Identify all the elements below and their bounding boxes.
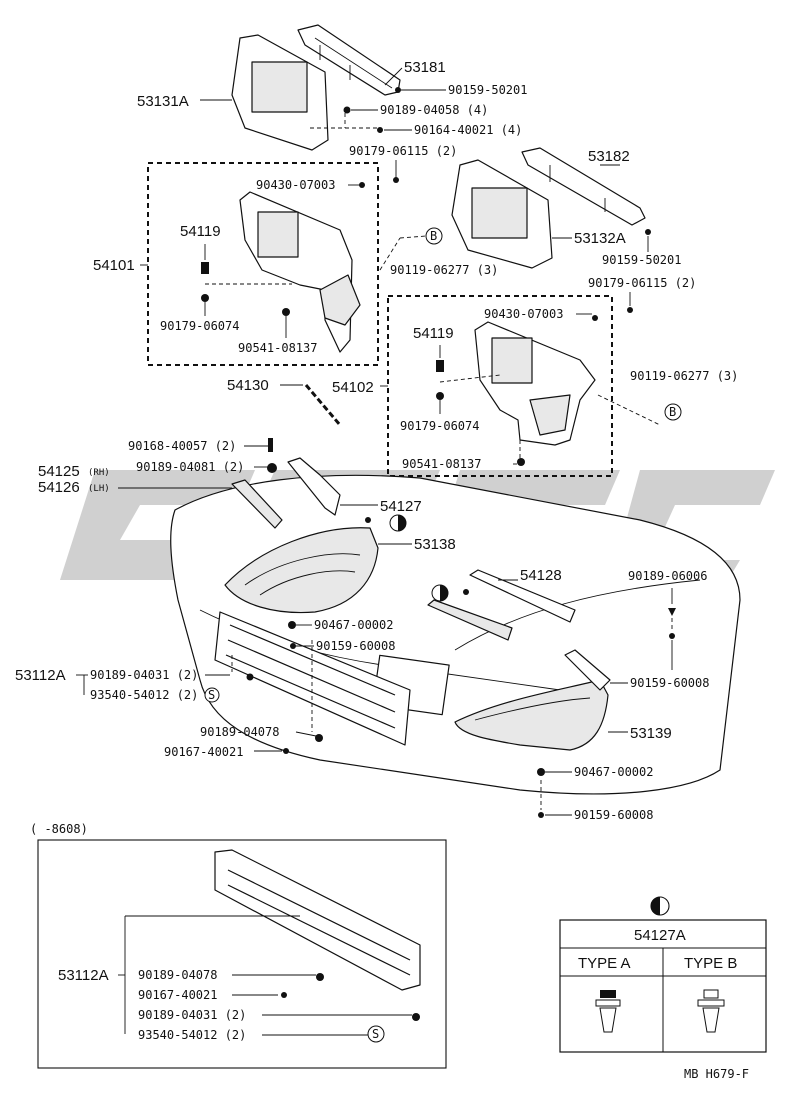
marker-b-left: B 90119-06277 (3): [379, 227, 498, 277]
clip-type-a-icon: [595, 990, 621, 1033]
label-90168-40057: 90168-40057 (2): [128, 439, 236, 453]
label-90467-00002-a: 90467-00002: [314, 618, 393, 632]
label-53132A: 53132A: [574, 230, 626, 247]
label-90467-00002-b: 90467-00002: [574, 765, 653, 779]
label-54119-b: 54119: [413, 325, 454, 342]
label-90164-40021: 90164-40021 (4): [414, 123, 522, 137]
label-54128: 54128: [520, 567, 562, 584]
label-53138: 53138: [414, 536, 456, 553]
label-53112A: 53112A: [15, 667, 66, 684]
label-90179-06115-a: 90179-06115 (2): [349, 144, 457, 158]
label-90179-06115-b: 90179-06115 (2): [588, 276, 696, 290]
label-54126: 54126: [38, 479, 80, 496]
label-90179-06074-b: 90179-06074: [400, 419, 479, 433]
marker-b-right: 90119-06277 (3) B: [597, 369, 738, 426]
label-54125-side: (RH): [88, 468, 110, 478]
diagram-code-footer: MB H679-F: [684, 1067, 749, 1081]
part-53182-upper-support: 53182: [521, 147, 646, 226]
part-54128-moulding: 54128: [427, 567, 576, 641]
label-90159-60008-a: 90159-60008: [316, 639, 395, 653]
part-53138-splash-shield: 53138: [224, 527, 456, 614]
label-54125: 54125: [38, 463, 80, 480]
label-90541-08137-b: 90541-08137: [402, 457, 481, 471]
marker-b-text-right: B: [669, 405, 676, 419]
label-90119-06277-a: 90119-06277 (3): [390, 263, 498, 277]
inset-range-label: ( -8608): [30, 822, 88, 836]
label-93540-54012: 93540-54012 (2): [90, 688, 198, 702]
marker-s-text: S: [208, 688, 215, 702]
label-90159-50201-b: 90159-50201: [602, 253, 681, 267]
inset-label-93540-54012: 93540-54012 (2): [138, 1028, 246, 1042]
label-53139: 53139: [630, 725, 672, 742]
inset-label-90189-04031: 90189-04031 (2): [138, 1008, 246, 1022]
label-54126-side: (LH): [88, 484, 110, 494]
part-53131A-headlamp-housing: 53131A: [137, 34, 329, 151]
label-90119-06277-b: 90119-06277 (3): [630, 369, 738, 383]
inset-label-90167-40021: 90167-40021: [138, 988, 217, 1002]
label-90189-04031: 90189-04031 (2): [90, 668, 198, 682]
part-54130-left-rod: 54130: [227, 377, 342, 426]
label-90159-60008-b: 90159-60008: [630, 676, 709, 690]
label-53131A: 53131A: [137, 93, 189, 110]
inset-label-90189-04078: 90189-04078: [138, 968, 217, 982]
clip-type-b-label: TYPE B: [684, 955, 737, 972]
label-90189-04081: 90189-04081 (2): [136, 460, 244, 474]
label-54101: 54101: [93, 257, 135, 274]
assembly-54102-box: 90179-06115 (2) 90430-07003 54119 54102 …: [332, 276, 696, 477]
fastener-group-lower-left: 90467-00002 90159-60008: [288, 618, 395, 653]
grille-53112A-labels: 53112A 90189-04031 (2) 93540-54012 (2) S…: [15, 640, 323, 759]
label-54102: 54102: [332, 379, 374, 396]
clip-type-b-icon: [697, 989, 725, 1033]
inset-early-grille: ( -8608) 53112A 90189-04078 90167-40021 …: [30, 822, 447, 1069]
marker-b-text-left: B: [430, 229, 437, 243]
label-90430-07003-a: 90430-07003: [256, 178, 335, 192]
label-90159-60008-c: 90159-60008: [574, 808, 653, 822]
part-53181-upper-support: 53181: [297, 24, 446, 96]
part-53132A-headlamp-housing: 53132A 90159-50201: [451, 159, 681, 269]
label-90430-07003-b: 90430-07003: [484, 307, 563, 321]
label-90167-40021: 90167-40021: [164, 745, 243, 759]
label-53181: 53181: [404, 59, 446, 76]
clip-type-a-label: TYPE A: [578, 955, 631, 972]
assembly-54101-box: 90179-06115 (2) 90430-07003 54119 54101 …: [93, 144, 457, 366]
label-90189-06006: 90189-06006: [628, 569, 707, 583]
label-90159-50201-a: 90159-50201: [448, 83, 527, 97]
part-54125-54126-moulding: 54125 (RH) 54126 (LH) 90168-40057 (2) 90…: [38, 438, 283, 529]
clip-table-title: 54127A: [634, 927, 686, 944]
label-90189-04058: 90189-04058 (4): [380, 103, 488, 117]
label-53182: 53182: [588, 148, 630, 165]
inset-label-53112A: 53112A: [58, 967, 109, 984]
clip-type-table: 54127A TYPE A TYPE B: [559, 896, 767, 1053]
label-90179-06074-a: 90179-06074: [160, 319, 239, 333]
label-54130-a: 54130: [227, 377, 269, 394]
label-54127: 54127: [380, 498, 422, 515]
label-90541-08137-a: 90541-08137: [238, 341, 317, 355]
label-54119-a: 54119: [180, 223, 221, 240]
label-90189-04078: 90189-04078: [200, 725, 279, 739]
part-54127-bracket: 54127: [287, 457, 422, 532]
part-53139-splash-shield: 53139 90189-06006 90159-60008 90467-0000…: [454, 569, 709, 822]
fastener-group-top: 90159-50201 90189-04058 (4) 90164-40021 …: [310, 83, 527, 137]
inset-marker-s-text: S: [372, 1027, 379, 1041]
